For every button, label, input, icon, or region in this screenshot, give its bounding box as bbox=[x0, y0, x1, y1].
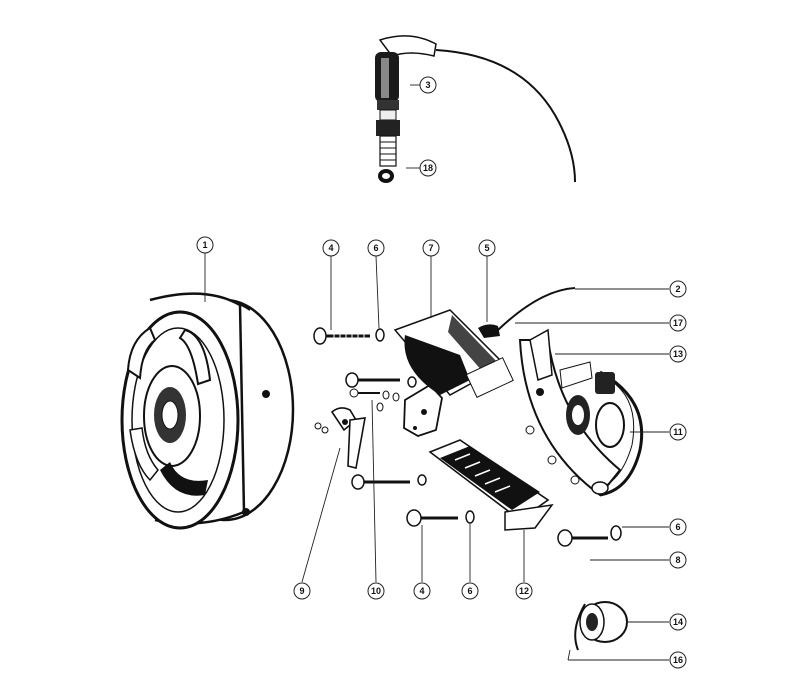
callout-number: 13 bbox=[673, 349, 683, 359]
callout-17: 17 bbox=[669, 314, 687, 332]
condenser bbox=[574, 601, 628, 651]
spark-plug-cap bbox=[375, 35, 437, 183]
callout-12: 12 bbox=[515, 582, 533, 600]
callout-number: 5 bbox=[484, 243, 489, 253]
callout-14: 14 bbox=[669, 613, 687, 631]
callout-6a: 6 bbox=[367, 239, 385, 257]
callout-7: 7 bbox=[422, 239, 440, 257]
washer-6a bbox=[375, 328, 385, 342]
small-washers bbox=[376, 376, 417, 412]
callout-3: 3 bbox=[419, 76, 437, 94]
callout-11: 11 bbox=[669, 423, 687, 441]
screw-upper bbox=[345, 372, 400, 398]
ht-lead bbox=[435, 49, 576, 183]
ignition-coil bbox=[393, 309, 514, 398]
callout-5: 5 bbox=[478, 239, 496, 257]
callout-number: 17 bbox=[673, 318, 683, 328]
callout-4b: 4 bbox=[413, 582, 431, 600]
screw-4a bbox=[313, 327, 370, 345]
contact-breaker-9 bbox=[314, 407, 366, 469]
callout-2: 2 bbox=[669, 280, 687, 298]
callout-number: 10 bbox=[371, 586, 381, 596]
callout-1: 1 bbox=[196, 236, 214, 254]
callout-number: 11 bbox=[673, 427, 683, 437]
callout-number: 14 bbox=[673, 617, 683, 627]
screw-4b bbox=[406, 509, 475, 527]
callout-10: 10 bbox=[367, 582, 385, 600]
callout-number: 3 bbox=[425, 80, 430, 90]
contact-breaker-plate bbox=[403, 383, 443, 437]
callout-number: 12 bbox=[519, 586, 529, 596]
callout-number: 18 bbox=[423, 163, 433, 173]
stator-baseplate bbox=[518, 328, 644, 497]
leader-lines bbox=[204, 84, 669, 661]
screw-8 bbox=[557, 525, 622, 547]
callout-18: 18 bbox=[419, 159, 437, 177]
callout-number: 6 bbox=[467, 586, 472, 596]
callout-number: 16 bbox=[673, 655, 683, 665]
callout-6c: 6 bbox=[669, 518, 687, 536]
screw-lower bbox=[351, 474, 427, 490]
callout-number: 4 bbox=[328, 243, 333, 253]
callout-number: 6 bbox=[675, 522, 680, 532]
callout-number: 6 bbox=[373, 243, 378, 253]
callout-number: 1 bbox=[202, 240, 207, 250]
callout-9: 9 bbox=[293, 582, 311, 600]
callout-number: 2 bbox=[675, 284, 680, 294]
callout-16: 16 bbox=[669, 651, 687, 669]
callout-8: 8 bbox=[669, 551, 687, 569]
callout-number: 4 bbox=[419, 586, 424, 596]
coil-lead bbox=[497, 287, 576, 331]
callout-4a: 4 bbox=[322, 239, 340, 257]
callout-number: 7 bbox=[428, 243, 433, 253]
callout-number: 8 bbox=[675, 555, 680, 565]
lighting-coil bbox=[428, 439, 554, 531]
flywheel bbox=[120, 292, 295, 530]
callout-6b: 6 bbox=[461, 582, 479, 600]
callout-number: 9 bbox=[299, 586, 304, 596]
callout-13: 13 bbox=[669, 345, 687, 363]
